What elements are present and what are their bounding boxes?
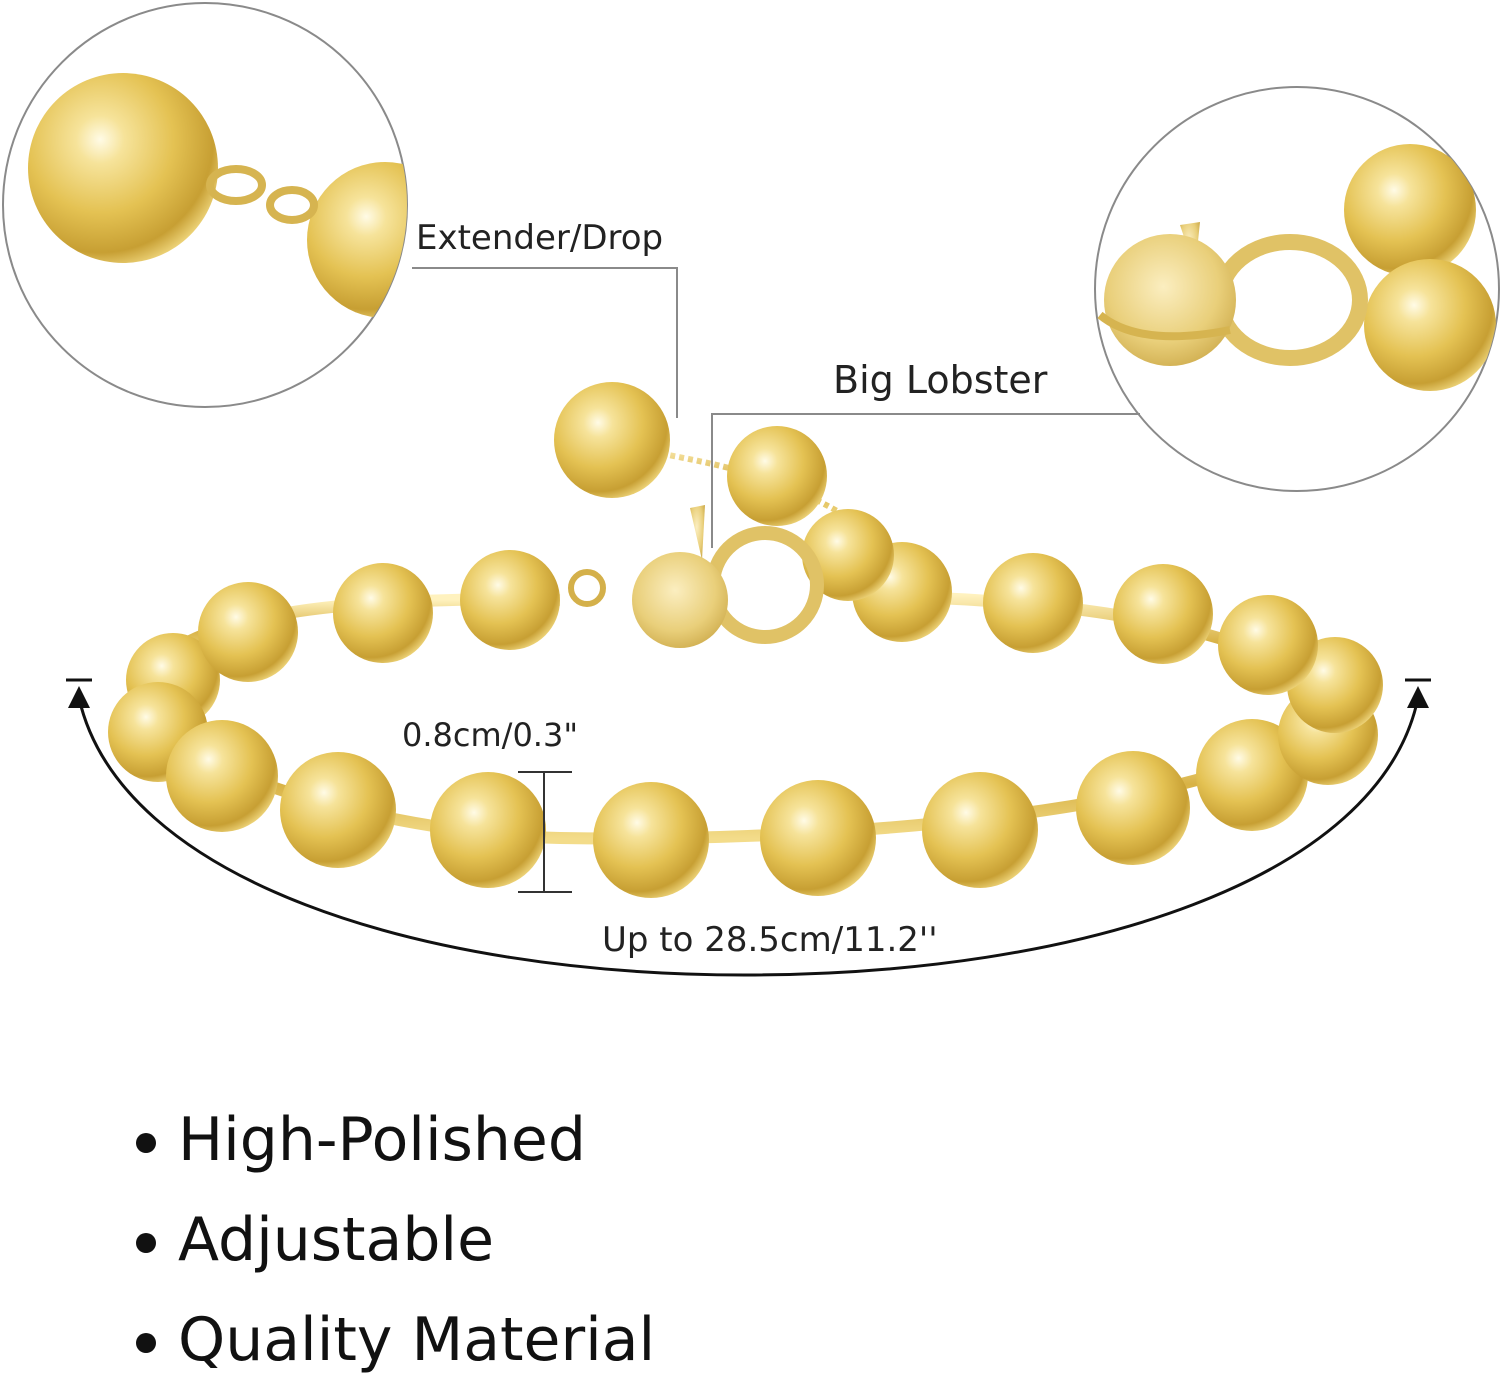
bullet-icon [136,1233,156,1253]
bead [333,563,433,663]
bracelet-beads [108,382,1383,898]
bead [727,426,827,526]
bead [983,553,1083,653]
arrow-head-right [1407,686,1429,708]
lobster-label: Big Lobster [833,358,1048,402]
feature-item: Adjustable [132,1190,655,1290]
bead [166,720,278,832]
bead [802,509,894,601]
bead-size-dimension [518,771,572,893]
extender-label: Extender/Drop [416,218,664,258]
bead [760,780,876,896]
bead [198,582,298,682]
extender-leader [412,267,678,418]
bead [554,382,670,498]
extender-inset [2,2,408,408]
feature-item: Quality Material [132,1290,655,1390]
bullet-icon [136,1133,156,1153]
lobster-leader [711,413,1140,548]
feature-text: Adjustable [178,1205,494,1275]
length-arc [66,678,1431,977]
bead [1113,564,1213,664]
lobster-clasp [568,505,824,648]
bead [460,550,560,650]
product-illustration [2,2,1500,977]
lobster-inset [1094,86,1500,492]
bead [922,772,1038,888]
callout-lines [412,267,1140,548]
arrow-head-left [68,686,90,708]
feature-text: Quality Material [178,1305,656,1375]
feature-list: High-Polished Adjustable Quality Materia… [132,1090,655,1390]
bead [430,772,546,888]
feature-item: High-Polished [132,1090,655,1190]
bead [1218,595,1318,695]
bead [1076,751,1190,865]
bead [593,782,709,898]
length-label: Up to 28.5cm/11.2'' [602,920,938,960]
bead [280,752,396,868]
feature-text: High-Polished [178,1105,586,1175]
bullet-icon [136,1333,156,1353]
bead-size-label: 0.8cm/0.3" [402,716,579,754]
